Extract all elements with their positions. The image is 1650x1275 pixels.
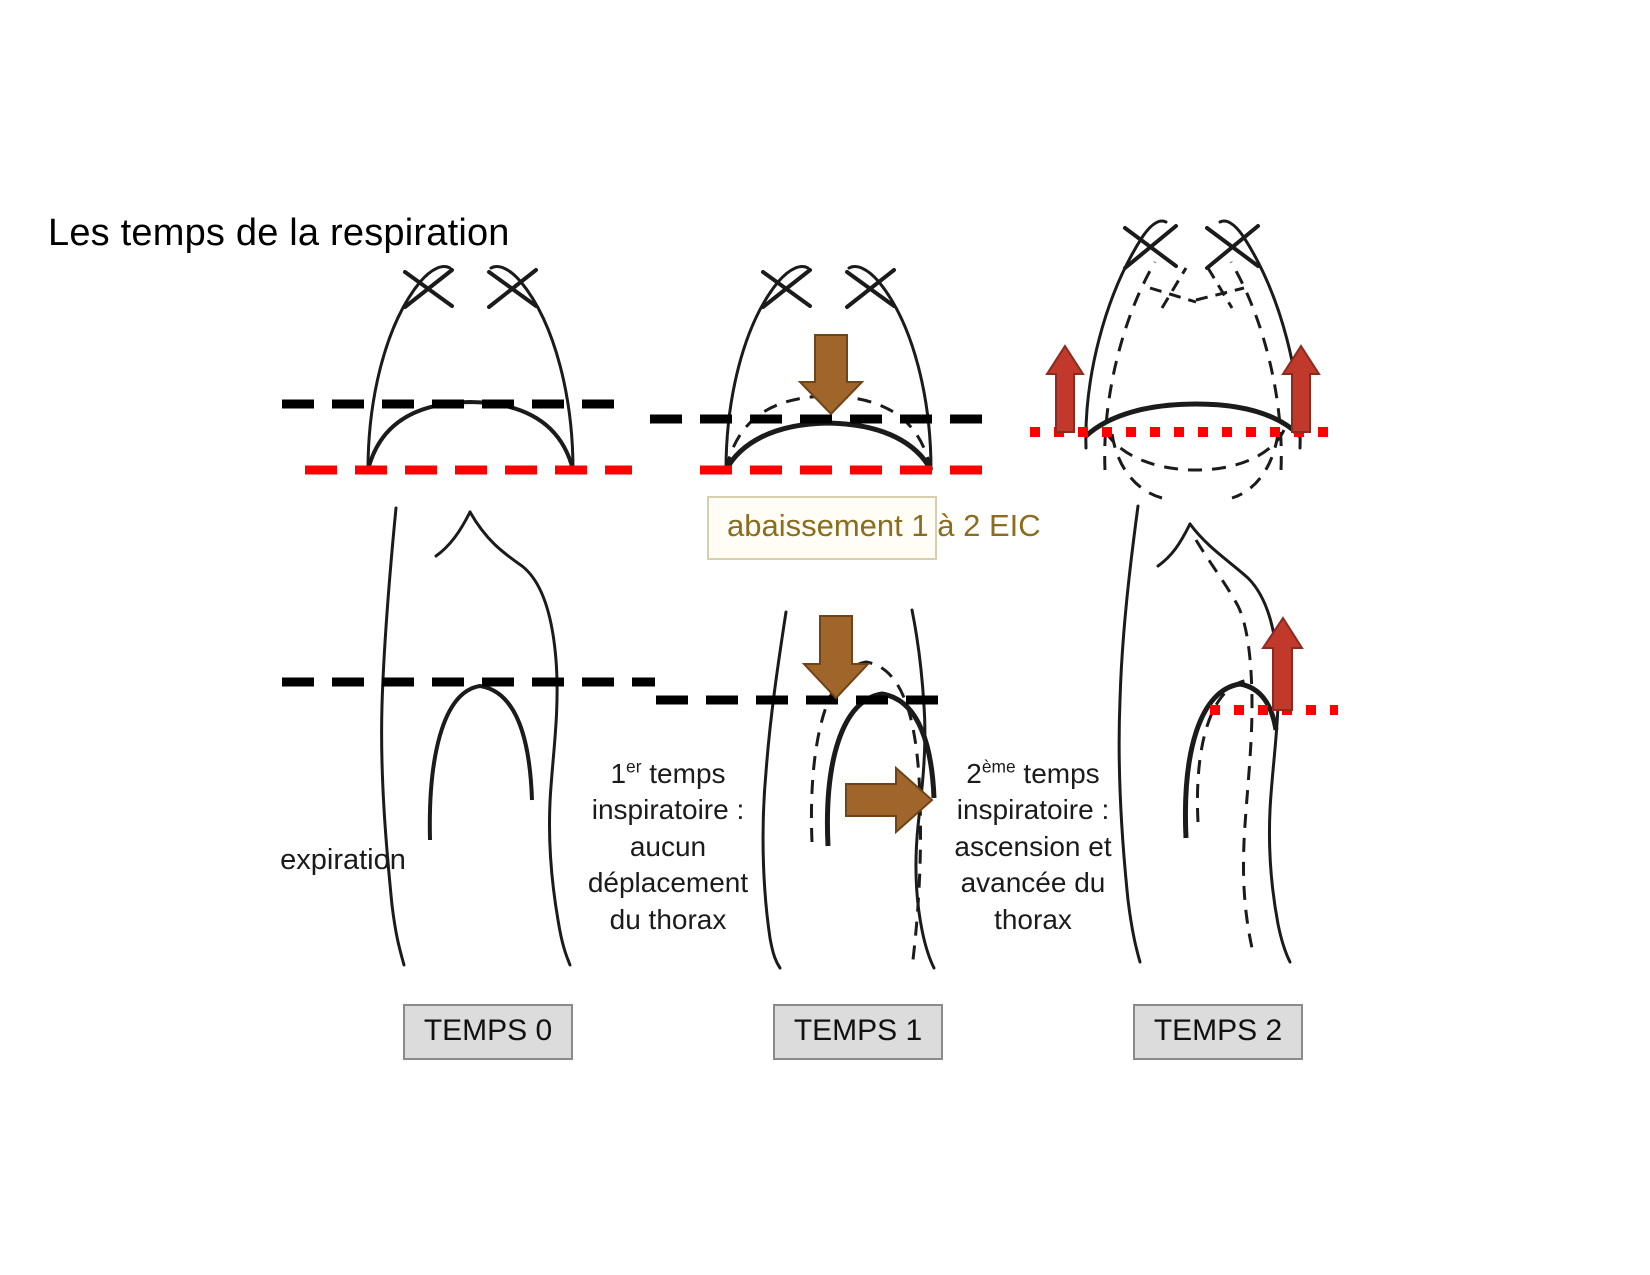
panel-temps2-frontal (1084, 219, 1302, 500)
annotation-temps1-body: temps inspiratoire : aucun déplacement d… (587, 758, 749, 935)
annotation-temps2: 2ème temps inspiratoire : ascension et a… (942, 756, 1124, 938)
panel-temps2-lateral (1117, 504, 1292, 964)
arrow-up-red-temps2-right (1281, 344, 1321, 433)
annotation-temps2-superscript: ème (981, 756, 1016, 777)
annotation-temps2-ordinal: 2 (966, 758, 982, 789)
stage-label-temps-2: TEMPS 2 (1133, 1004, 1303, 1060)
annotation-temps2-body: temps inspiratoire : ascension et avancé… (954, 758, 1112, 935)
panel-temps0-frontal (366, 265, 575, 472)
panel-temps0-lateral (380, 506, 572, 967)
panel-temps1-lateral (761, 608, 937, 970)
callout-abaissement: abaissement 1 à 2 EIC (707, 496, 1041, 560)
arrow-down-brown-temps1-lateral (801, 615, 871, 700)
annotation-temps1-ordinal: 1 (610, 758, 627, 789)
arrow-up-red-temps2-left (1045, 344, 1085, 433)
arrow-right-brown-temps1-lateral (845, 765, 934, 835)
page-title: Les temps de la respiration (48, 212, 510, 254)
arrow-down-brown-temps1-frontal (797, 334, 865, 416)
annotation-temps1: 1er temps inspiratoire : aucun déplaceme… (577, 756, 759, 938)
stage-label-temps-0: TEMPS 0 (403, 1004, 573, 1060)
annotation-temps1-superscript: er (626, 756, 642, 777)
arrow-up-red-temps2-lateral (1261, 616, 1304, 711)
stage-label-temps-1: TEMPS 1 (773, 1004, 943, 1060)
annotation-expiration: expiration (280, 844, 406, 876)
